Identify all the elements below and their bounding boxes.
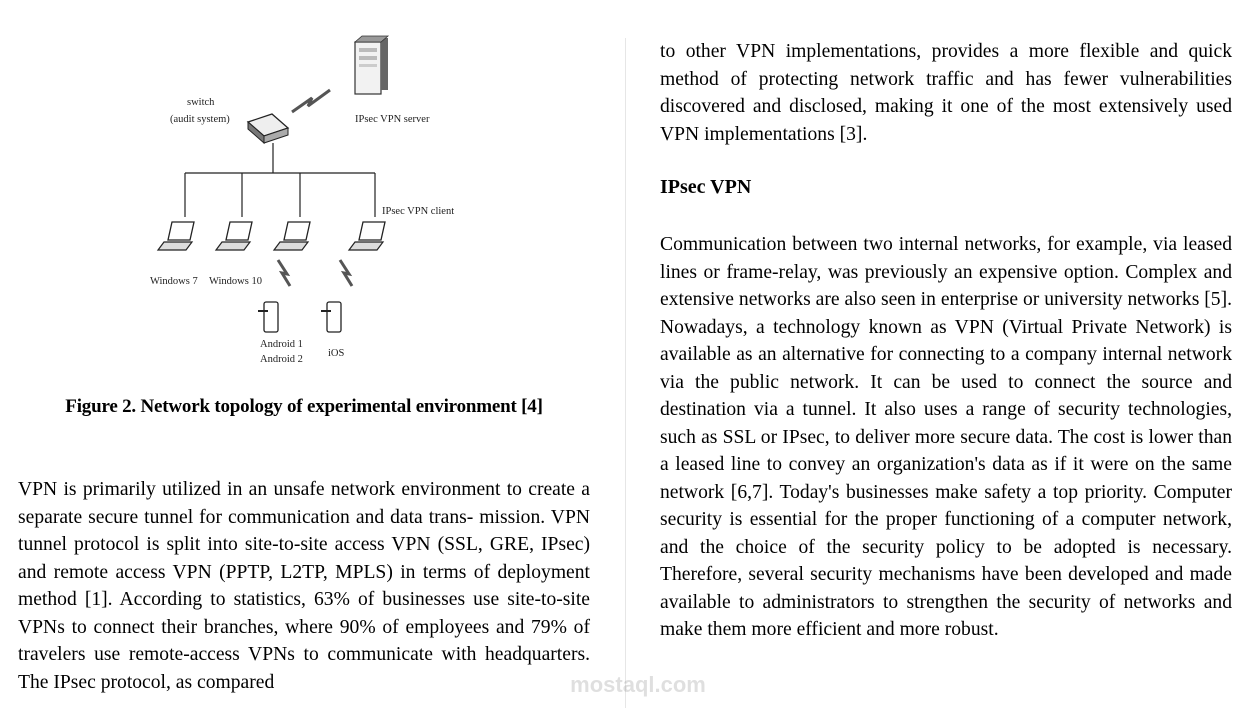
- wireless-link-icon: [338, 259, 354, 287]
- left-body-paragraph: VPN is primarily utilized in an unsafe n…: [18, 479, 590, 693]
- ios-label: iOS: [328, 348, 345, 359]
- right-body-paragraph-2: Communication between two internal netwo…: [660, 234, 1232, 640]
- switch-label: switch: [187, 97, 215, 108]
- wireless-link-icon: [276, 259, 292, 287]
- windows-7-label: Windows 7: [150, 276, 198, 287]
- android-2-label: Android 2: [260, 354, 303, 365]
- right-body-paragraph-1: to other VPN implementations, provides a…: [660, 41, 1232, 145]
- vpn-server-label: IPsec VPN server: [355, 114, 430, 125]
- switch-icon: [246, 113, 290, 145]
- network-topology-figure: switch (audit system) IPsec VPN server I…: [150, 35, 454, 365]
- android-phone-icon: [258, 301, 279, 333]
- windows-10-label: Windows 10: [209, 276, 262, 287]
- laptop-icon: [347, 221, 386, 251]
- ios-phone-icon: [321, 301, 342, 333]
- laptop-icon: [272, 221, 311, 251]
- laptop-icon: [214, 221, 253, 251]
- laptop-icon: [156, 221, 195, 251]
- audit-system-label: (audit system): [170, 114, 230, 125]
- watermark-logo: mostaql.com: [570, 672, 706, 697]
- section-heading: IPsec VPN: [660, 176, 752, 198]
- vpn-client-label: IPsec VPN client: [382, 206, 454, 217]
- wireless-link-icon: [291, 88, 331, 114]
- server-icon: [353, 35, 390, 95]
- column-divider: [625, 38, 626, 708]
- figure-caption: Figure 2. Network topology of experiment…: [65, 396, 543, 417]
- android-1-label: Android 1: [260, 339, 303, 350]
- watermark-text: mostaql.com: [570, 672, 706, 697]
